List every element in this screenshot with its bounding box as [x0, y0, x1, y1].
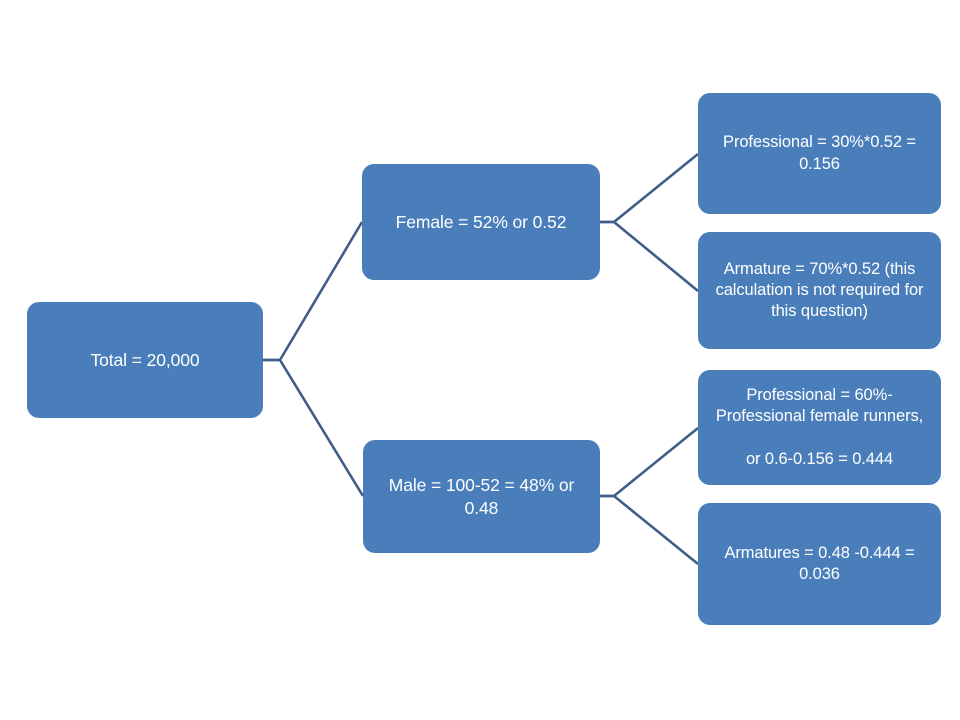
edge-female-to-armature [600, 220, 699, 293]
node-male-armatures-label: Armatures = 0.48 -0.444 = 0.036 [724, 543, 915, 583]
node-total-label: Total = 20,000 [90, 349, 200, 370]
node-male-label: Male = 100-52 = 48% or 0.48 [388, 475, 575, 518]
node-female-armature[interactable]: Armature = 70%*0.52 (this calculation is… [698, 232, 941, 349]
edge-total-to-male [263, 358, 365, 497]
node-female-professional-label: Professional = 30%*0.52 = 0.156 [723, 133, 916, 173]
node-total[interactable]: Total = 20,000 [27, 302, 263, 418]
node-female[interactable]: Female = 52% or 0.52 [362, 164, 600, 280]
node-male-professional-label: Professional = 60%-Professional female r… [715, 386, 924, 468]
node-female-professional[interactable]: Professional = 30%*0.52 = 0.156 [698, 93, 941, 214]
node-male-armatures[interactable]: Armatures = 0.48 -0.444 = 0.036 [698, 503, 941, 625]
node-male[interactable]: Male = 100-52 = 48% or 0.48 [363, 440, 600, 553]
edge-male-to-professional [600, 426, 699, 498]
edge-total-to-female [263, 221, 364, 362]
node-female-label: Female = 52% or 0.52 [395, 211, 567, 232]
edge-female-to-professional [600, 152, 699, 224]
node-male-professional[interactable]: Professional = 60%-Professional female r… [698, 370, 941, 485]
edge-male-to-armatures [600, 494, 699, 566]
node-female-armature-label: Armature = 70%*0.52 (this calculation is… [715, 259, 924, 321]
